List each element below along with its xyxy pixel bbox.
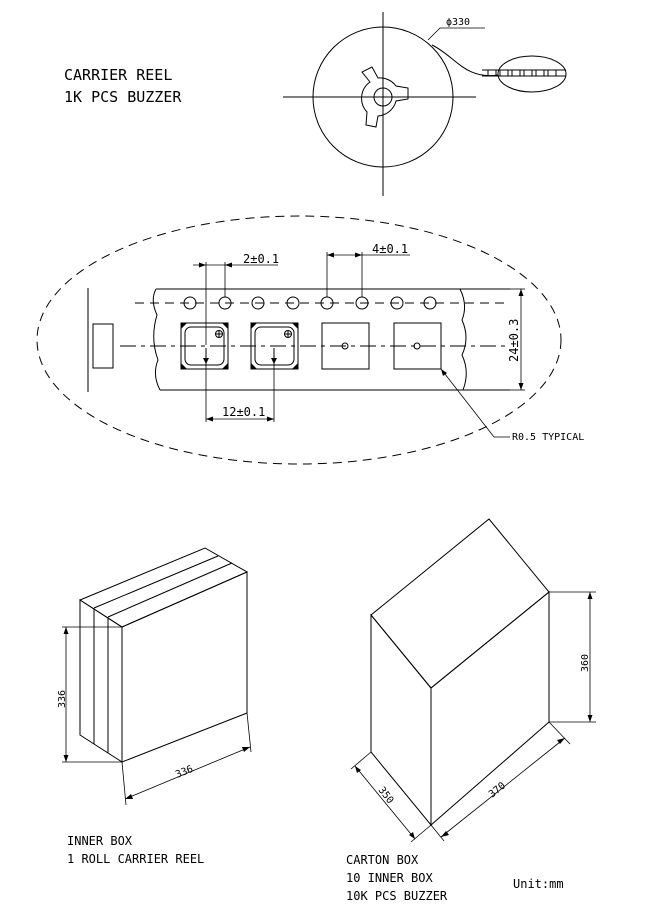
component-pitch-dim-label: 12±0.1 (222, 405, 265, 419)
reel-hub-bore (373, 87, 393, 107)
dim-ext-line (121, 761, 127, 806)
radius-leader-arrow (441, 369, 447, 376)
tape-pocket (523, 69, 533, 77)
pocket-center-hole (413, 342, 421, 350)
dim-line (440, 737, 566, 838)
tape-pocket (547, 69, 557, 77)
inner-box-label-line1: INNER BOX (67, 834, 133, 848)
reel-hub (361, 66, 409, 128)
tape-right-break (459, 288, 467, 391)
dim-ext-line (246, 712, 252, 753)
pitch-hole-dim-label: 2±0.1 (243, 252, 279, 266)
tape-left-break (152, 288, 161, 391)
inner-box-band (93, 555, 219, 609)
tape-pocket (535, 69, 545, 77)
carton-box-label-line3: 10K PCS BUZZER (346, 889, 448, 903)
inner-box: 336 336 INNER BOX 1 ROLL CARRIER REEL (57, 547, 252, 866)
dim-ext-line (548, 721, 571, 745)
sprocket-hole (390, 296, 404, 310)
carton-box-label-line1: CARTON BOX (346, 853, 419, 867)
carton-height-dim: 360 (580, 654, 591, 672)
reel-view: ϕ330 (283, 12, 567, 196)
sprocket-hole (183, 296, 197, 310)
dim-ext-line (430, 824, 445, 842)
carton-box-top (370, 518, 550, 689)
dim-arrows (206, 416, 274, 422)
sprocket-hole (286, 296, 300, 310)
tape-pocket (499, 69, 509, 77)
dim-ext-line (350, 751, 372, 770)
pocket-center-hole (341, 342, 349, 350)
radius-leader (440, 368, 510, 438)
tape-pocket (511, 69, 521, 77)
unit-label: Unit:mm (513, 877, 564, 891)
tape-pocket (487, 69, 497, 77)
inner-box-band (107, 562, 233, 618)
plus-mark-icon (215, 330, 223, 338)
tape-detail-outline (36, 215, 562, 465)
carton-box: 360 350 370 CARTON BOX 10 INNER BOX 10K … (346, 518, 596, 903)
carton-box-label-line2: 10 INNER BOX (346, 871, 433, 885)
pocket-outline (250, 322, 299, 370)
reel-title-line1: CARRIER REEL (64, 66, 172, 84)
sprocket-hole (251, 296, 265, 310)
plus-mark-icon (284, 330, 292, 338)
carton-depth-dim: 350 (376, 785, 396, 806)
reel-title-line2: 1K PCS BUZZER (64, 88, 182, 106)
sprocket-hole (423, 296, 437, 310)
tape-detail-ellipse (497, 55, 567, 93)
reel-diameter-label: ϕ330 (446, 17, 470, 28)
inner-box-top (78, 547, 249, 628)
dim-line (354, 765, 416, 840)
tape-pocket-empty (393, 322, 442, 370)
inner-box-width-dim: 336 (174, 764, 195, 781)
tape-pocket-empty (321, 322, 370, 370)
dim-line (124, 746, 251, 800)
dim-arrows (199, 262, 232, 268)
pocket-outline (180, 322, 229, 370)
inner-box-front (121, 571, 248, 763)
sprocket-pitch-dim-label: 4±0.1 (372, 242, 408, 256)
dim-ext-line (410, 824, 432, 843)
inner-box-height-dim: 336 (57, 690, 68, 708)
tape-detail: 2±0.1 4±0.1 12±0.1 24±0.3 R0.5 TYPICAL (36, 215, 584, 465)
component-body (254, 326, 295, 366)
dim-arrows (327, 252, 362, 258)
inner-box-side (79, 599, 123, 763)
tape-end-tab (92, 323, 114, 369)
inner-box-label-line2: 1 ROLL CARRIER REEL (67, 852, 204, 866)
component-body (184, 326, 225, 366)
tape-width-dim-label: 24±0.3 (507, 319, 521, 362)
radius-note-label: R0.5 TYPICAL (512, 432, 584, 443)
reel-diameter-leader (427, 27, 485, 41)
